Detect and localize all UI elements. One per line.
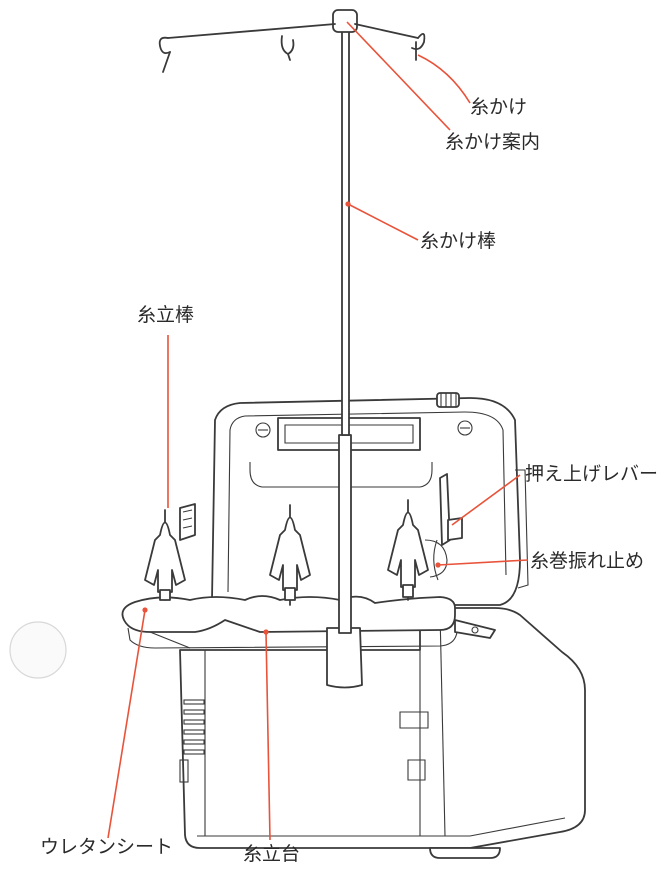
leader-thread-rod bbox=[347, 203, 419, 241]
thread-cone-3 bbox=[387, 499, 429, 601]
leader-urethane-sheet bbox=[107, 609, 146, 839]
vent-slots bbox=[183, 699, 205, 755]
leader-dot-urethane-sheet bbox=[142, 607, 148, 613]
leader-dot-spool-stand bbox=[263, 629, 269, 635]
binder-hole bbox=[9, 621, 67, 679]
label-presser-lever: 押え上げレバー bbox=[525, 463, 659, 485]
leader-thread-guide bbox=[346, 21, 451, 131]
leader-spool-holder bbox=[437, 559, 529, 566]
thread-cone-2 bbox=[269, 504, 311, 606]
leader-thread-hook bbox=[417, 54, 471, 104]
leader-dot-thread-rod bbox=[345, 201, 351, 207]
label-spool-stand: 糸立台 bbox=[243, 843, 301, 865]
leader-lines bbox=[107, 21, 529, 841]
label-urethane-sheet: ウレタンシート bbox=[40, 836, 174, 858]
label-thread-rod: 糸かけ棒 bbox=[420, 230, 497, 252]
thread-cone-1 bbox=[144, 509, 186, 601]
label-thread-hook: 糸かけ bbox=[470, 96, 528, 118]
leader-dot-spool-holder bbox=[435, 562, 441, 568]
spool-stand bbox=[121, 595, 496, 689]
leader-spool-stand bbox=[265, 631, 271, 841]
label-spool-holder: 糸巻振れ止め bbox=[530, 550, 645, 572]
label-spool-pin: 糸立棒 bbox=[137, 304, 195, 326]
label-thread-guide: 糸かけ案内 bbox=[445, 131, 541, 153]
leader-presser-lever bbox=[451, 474, 521, 526]
